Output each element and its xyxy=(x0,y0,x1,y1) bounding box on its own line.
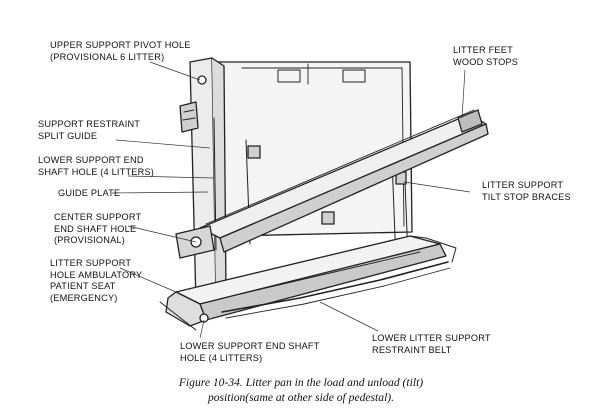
upper-pivot-hole xyxy=(197,75,207,85)
left-upright xyxy=(189,57,217,305)
clamp-1 xyxy=(247,145,261,159)
label-upper-support-pivot-hole: UPPER SUPPORT PIVOT HOLE(PROVISIONAL 6 L… xyxy=(50,40,191,62)
wood-stop xyxy=(457,109,483,133)
clamp-2 xyxy=(321,211,335,225)
nameplate-right xyxy=(342,69,366,83)
label-guide-plate: GUIDE PLATE xyxy=(58,188,121,198)
lower-shaft-hole xyxy=(199,313,209,323)
restraint-belt xyxy=(221,261,449,313)
figure-caption: Figure 10-34. Litter pan in the load and… xyxy=(178,376,424,404)
upper-pan-side xyxy=(219,123,489,253)
nameplate-left xyxy=(277,69,301,83)
